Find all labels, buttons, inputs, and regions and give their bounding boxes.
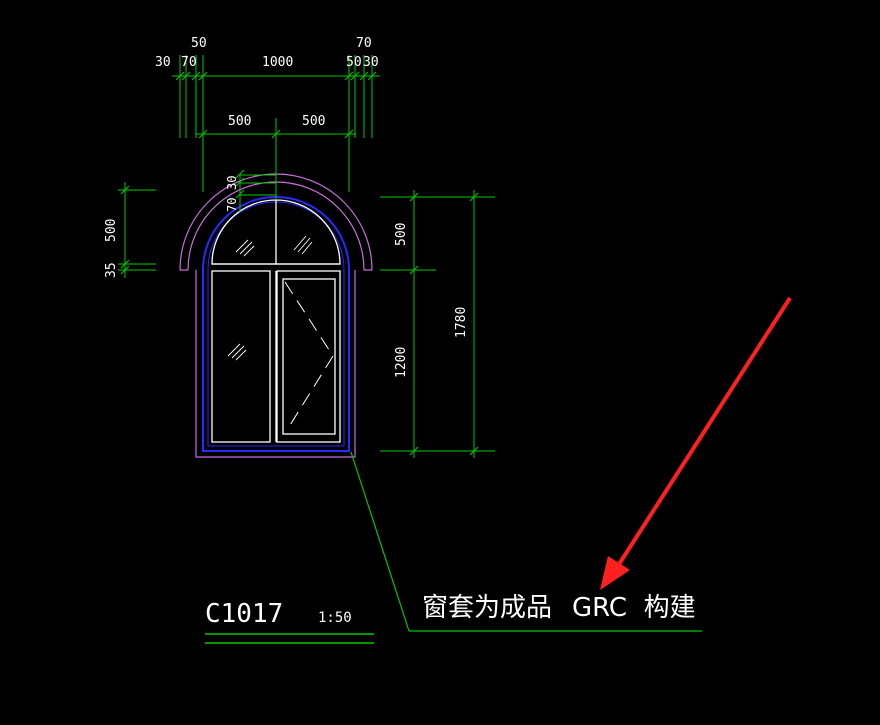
- dim-30-left: 30: [155, 55, 171, 70]
- dim-arch-30: 30: [225, 176, 239, 190]
- dim-50-left: 50: [191, 36, 207, 51]
- drawing-scale: 1:50: [318, 610, 352, 626]
- blue-frame-inner: [207, 201, 345, 447]
- casement-swing-lines: [284, 281, 334, 431]
- dim-500-left: 500: [228, 114, 251, 129]
- glass-hatch: [227, 235, 313, 361]
- dim-left-500: 500: [104, 219, 119, 242]
- window-sashes: [211, 199, 341, 443]
- dim-500-right: 500: [302, 114, 325, 129]
- dim-30-right: 30: [363, 55, 379, 70]
- dim-arch-70: 70: [225, 198, 239, 212]
- dim-70-right: 70: [356, 36, 372, 51]
- dim-right-1780: 1780: [454, 307, 469, 338]
- dim-70-left: 70: [181, 55, 197, 70]
- dim-right-500: 500: [394, 223, 409, 246]
- dim-left-35: 35: [104, 262, 119, 278]
- blue-frame: [202, 196, 350, 452]
- dimension-labels: 30 70 50 1000 70 50 30 500 500 30 70 500…: [104, 36, 469, 378]
- note-prefab-frame: 窗套为成品: [422, 593, 552, 623]
- dim-right-1200: 1200: [394, 347, 409, 378]
- dimension-lines: [118, 55, 495, 458]
- dim-1000: 1000: [262, 55, 293, 70]
- title-underline: [205, 633, 374, 644]
- dim-50-right: 50: [346, 55, 362, 70]
- red-arrow-icon: [600, 296, 792, 590]
- note-grc-component: GRC 构建: [572, 593, 696, 623]
- leader-line: [350, 451, 702, 632]
- drawing-title: C1017: [205, 599, 283, 629]
